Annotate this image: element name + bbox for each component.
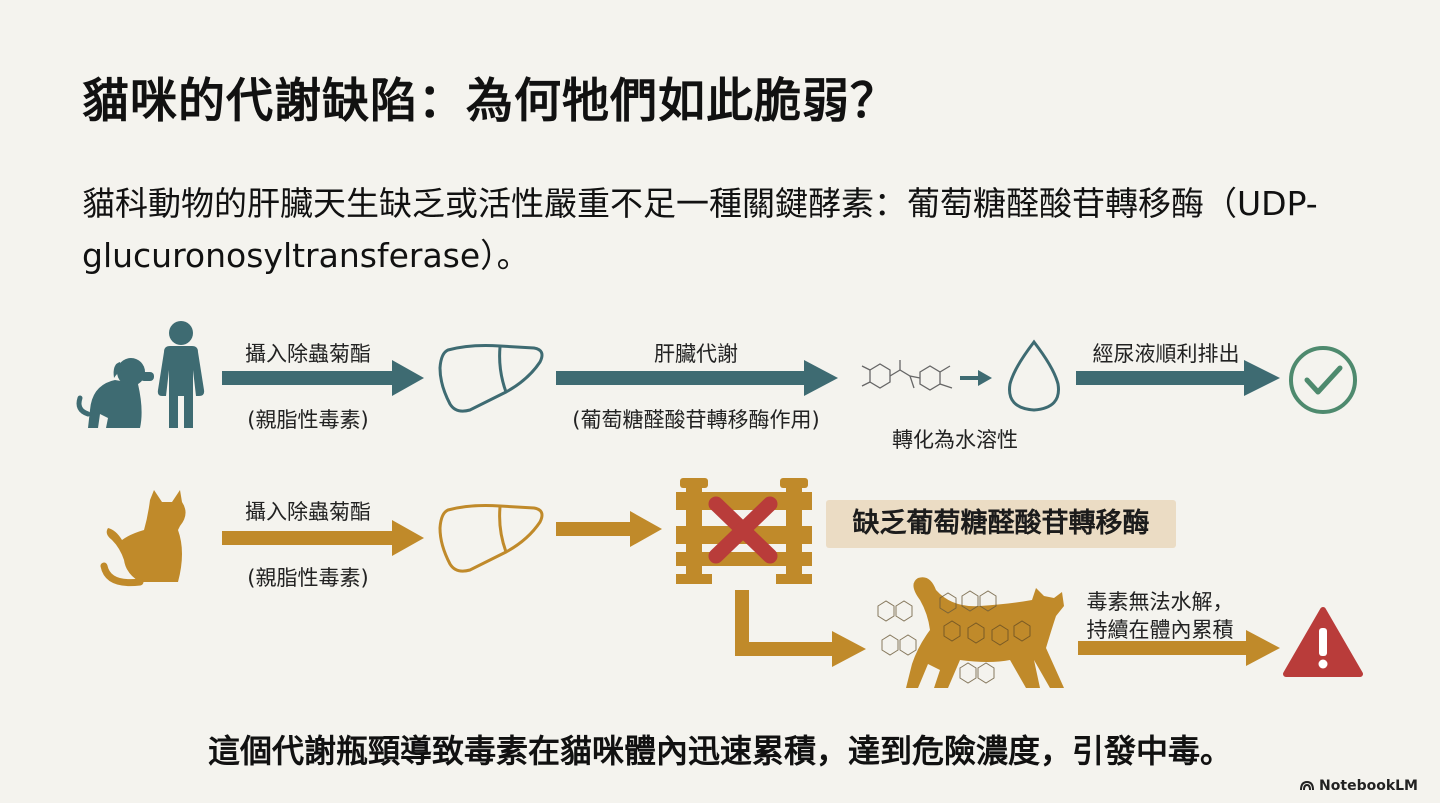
cross-icon — [708, 496, 778, 564]
molecule-icon — [861, 360, 953, 391]
arrow-to-warning — [1078, 630, 1280, 666]
page-title: 貓咪的代謝缺陷：為何牠們如此脆弱？ — [82, 74, 898, 129]
arrow-soluble — [960, 370, 992, 386]
cat-ingest-sub: (親脂性毒素) — [247, 566, 369, 590]
arrow-to-barrier — [556, 511, 662, 547]
soluble-label: 轉化為水溶性 — [892, 428, 1018, 452]
cat-walking-icon — [877, 577, 1064, 688]
arrow-excrete — [1076, 360, 1280, 396]
human-icon — [157, 321, 205, 428]
notebooklm-icon — [1300, 781, 1315, 791]
metabolism-sub: (葡萄糖醛酸苷轉移酶作用) — [572, 408, 820, 432]
subtitle: 貓科動物的肝臟天生缺乏或活性嚴重不足一種關鍵酵素：葡萄糖醛酸苷轉移酶（UDP-g… — [82, 184, 1318, 275]
brand-name: NotebookLM — [1319, 778, 1418, 794]
metabolism-label: 肝臟代謝 — [654, 342, 738, 366]
bottom-conclusion: 這個代謝瓶頸導致毒素在貓咪體內迅速累積，達到危險濃度，引發中毒。 — [207, 732, 1232, 770]
excrete-label: 經尿液順利排出 — [1092, 342, 1240, 366]
liver-icon — [438, 504, 544, 573]
warning-icon — [1283, 607, 1363, 677]
arrow-ingest-cat — [222, 520, 424, 556]
arrow-metabolism — [556, 360, 838, 396]
cat-icon — [100, 490, 186, 587]
accum-line1: 毒素無法水解， — [1086, 590, 1234, 614]
accum-line2: 持續在體內累積 — [1086, 618, 1234, 642]
check-icon — [1289, 346, 1357, 414]
arrow-accumulate — [735, 590, 866, 667]
cat-ingest-label: 攝入除蟲菊酯 — [245, 500, 371, 524]
water-drop-icon — [1008, 339, 1060, 412]
dog-icon — [76, 358, 154, 428]
lack-enzyme-label: 缺乏葡萄糖醛酸苷轉移酶 — [826, 500, 1176, 548]
human-ingest-label: 攝入除蟲菊酯 — [245, 342, 371, 366]
arrow-ingest-human — [222, 360, 424, 396]
human-ingest-sub: (親脂性毒素) — [247, 408, 369, 432]
brand-logo: NotebookLM — [1300, 778, 1418, 794]
liver-icon — [438, 344, 544, 413]
